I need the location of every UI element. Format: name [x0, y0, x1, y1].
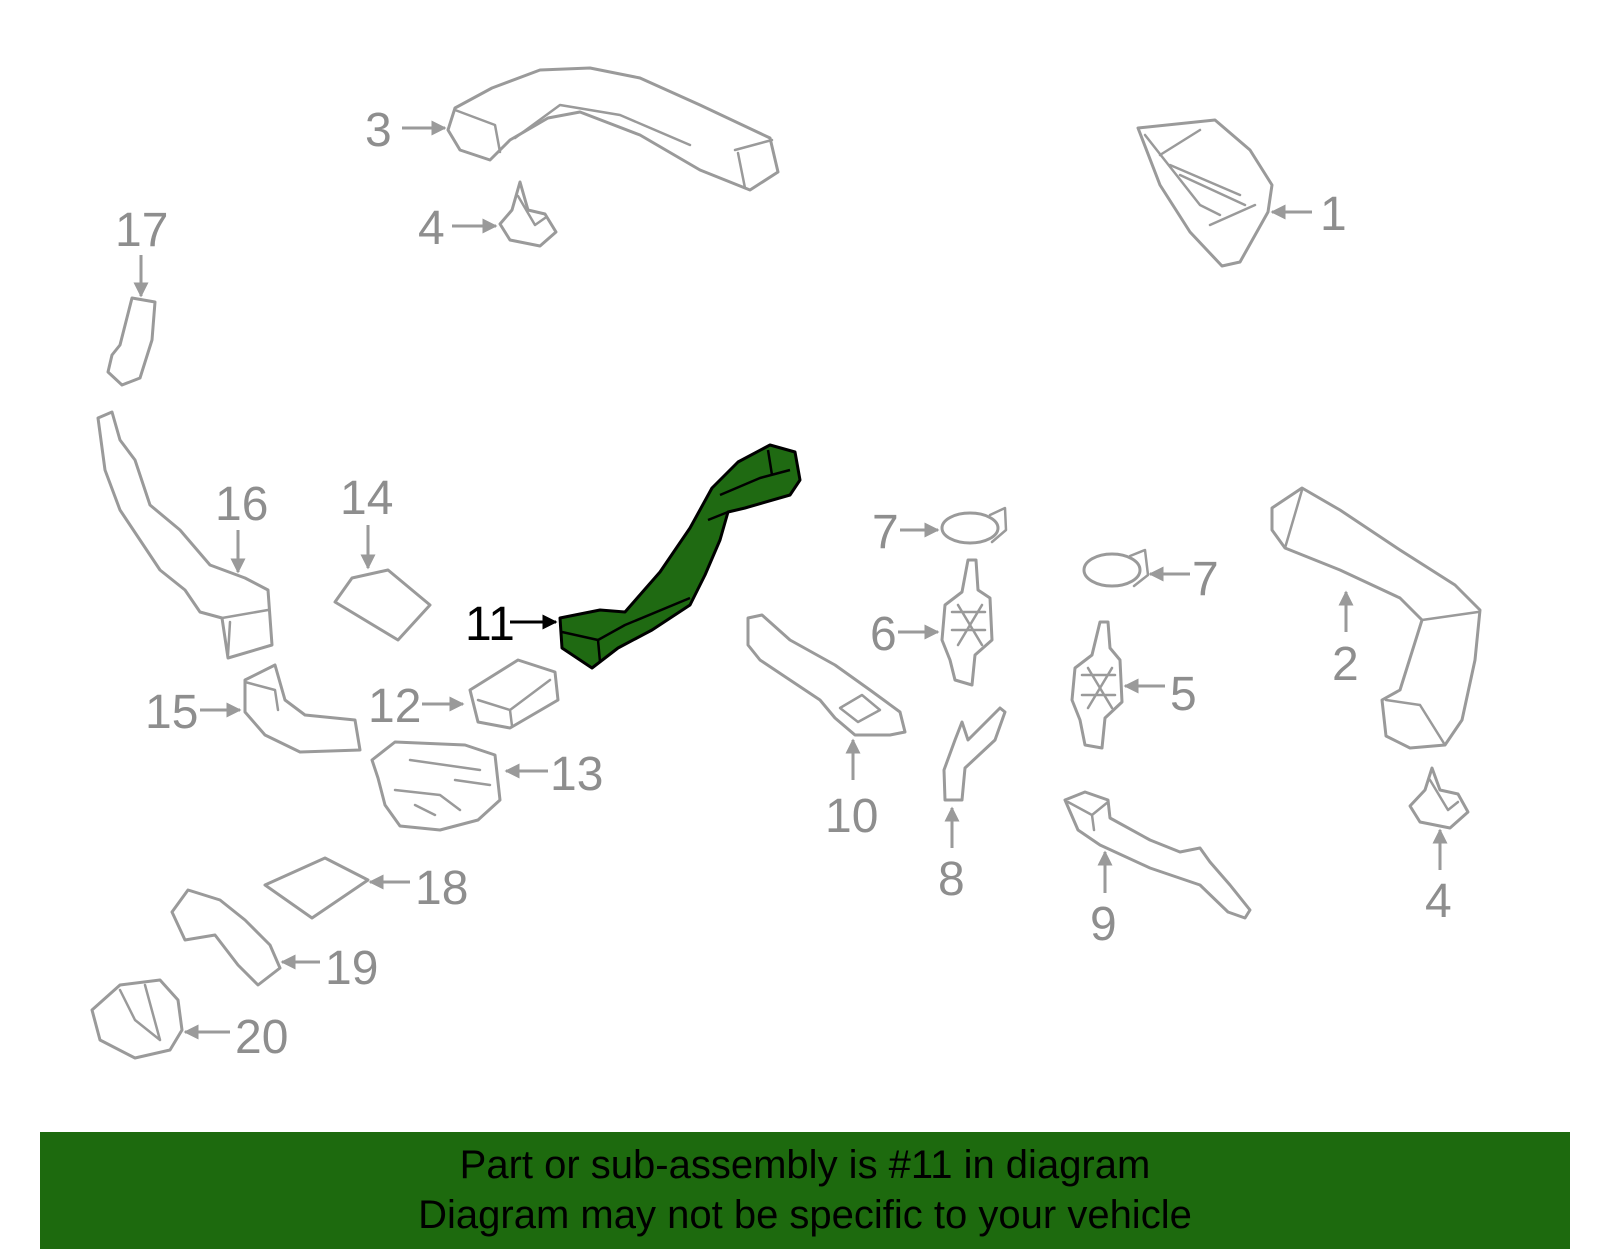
callout-7-left: 7 [872, 506, 940, 559]
callout-16: 16 [215, 478, 268, 574]
callout-4-upper: 4 [418, 202, 498, 255]
svg-text:3: 3 [365, 104, 392, 157]
part-6[interactable] [940, 558, 994, 687]
part-16[interactable] [96, 410, 274, 660]
svg-text:15: 15 [145, 686, 198, 739]
svg-text:19: 19 [325, 942, 378, 995]
callout-20: 20 [183, 1011, 288, 1064]
callout-8: 8 [938, 806, 965, 906]
callout-10: 10 [825, 738, 878, 843]
part-17[interactable] [106, 296, 157, 387]
svg-text:18: 18 [415, 862, 468, 915]
callout-3: 3 [365, 104, 447, 157]
part-15[interactable] [243, 663, 362, 754]
callout-14: 14 [340, 472, 393, 570]
callout-2: 2 [1332, 590, 1359, 691]
part-1[interactable] [1136, 118, 1274, 268]
part-2[interactable] [1270, 486, 1482, 750]
part-20[interactable] [90, 978, 184, 1060]
callout-13: 13 [504, 748, 603, 801]
part-4-right[interactable] [1408, 766, 1470, 830]
svg-text:9: 9 [1090, 898, 1117, 951]
part-11-highlighted[interactable] [558, 443, 802, 670]
callout-11: 11 [465, 598, 558, 651]
part-18[interactable] [263, 856, 370, 920]
svg-text:14: 14 [340, 472, 393, 525]
svg-text:5: 5 [1170, 668, 1197, 721]
callout-1: 1 [1270, 188, 1347, 241]
svg-text:17: 17 [115, 204, 168, 257]
part-9[interactable] [1063, 790, 1252, 920]
callout-4-right: 4 [1425, 828, 1452, 928]
svg-text:12: 12 [368, 680, 421, 733]
part-14[interactable] [333, 568, 432, 642]
svg-text:20: 20 [235, 1011, 288, 1064]
part-4-upper[interactable] [498, 180, 558, 248]
part-12[interactable] [468, 658, 560, 730]
svg-text:8: 8 [938, 853, 965, 906]
part-19[interactable] [170, 888, 282, 987]
callout-5: 5 [1123, 668, 1197, 721]
callout-12: 12 [368, 680, 465, 733]
svg-text:7: 7 [1192, 553, 1219, 606]
svg-text:11: 11 [465, 598, 515, 651]
part-7-right[interactable] [1082, 548, 1150, 588]
part-5[interactable] [1070, 620, 1124, 750]
part-10[interactable] [746, 613, 907, 737]
part-7-left[interactable] [940, 506, 1008, 545]
info-banner: Part or sub-assembly is #11 in diagram D… [40, 1132, 1570, 1249]
callout-18: 18 [368, 862, 468, 915]
callout-6: 6 [870, 608, 940, 661]
banner-line-1: Part or sub-assembly is #11 in diagram [459, 1143, 1151, 1187]
svg-text:2: 2 [1332, 638, 1359, 691]
svg-text:10: 10 [825, 790, 878, 843]
part-8[interactable] [942, 706, 1007, 802]
callout-17: 17 [115, 204, 168, 298]
callout-19: 19 [280, 942, 378, 995]
banner-line-2: Diagram may not be specific to your vehi… [418, 1193, 1192, 1237]
svg-text:4: 4 [1425, 875, 1452, 928]
svg-text:16: 16 [215, 478, 268, 531]
part-13[interactable] [370, 740, 502, 832]
svg-text:13: 13 [550, 748, 603, 801]
callout-9: 9 [1090, 850, 1117, 951]
callout-7-right: 7 [1148, 553, 1219, 606]
svg-text:6: 6 [870, 608, 897, 661]
svg-text:7: 7 [872, 506, 899, 559]
part-3[interactable] [446, 66, 780, 192]
svg-text:1: 1 [1320, 188, 1347, 241]
callout-15: 15 [145, 686, 242, 739]
svg-text:4: 4 [418, 202, 445, 255]
